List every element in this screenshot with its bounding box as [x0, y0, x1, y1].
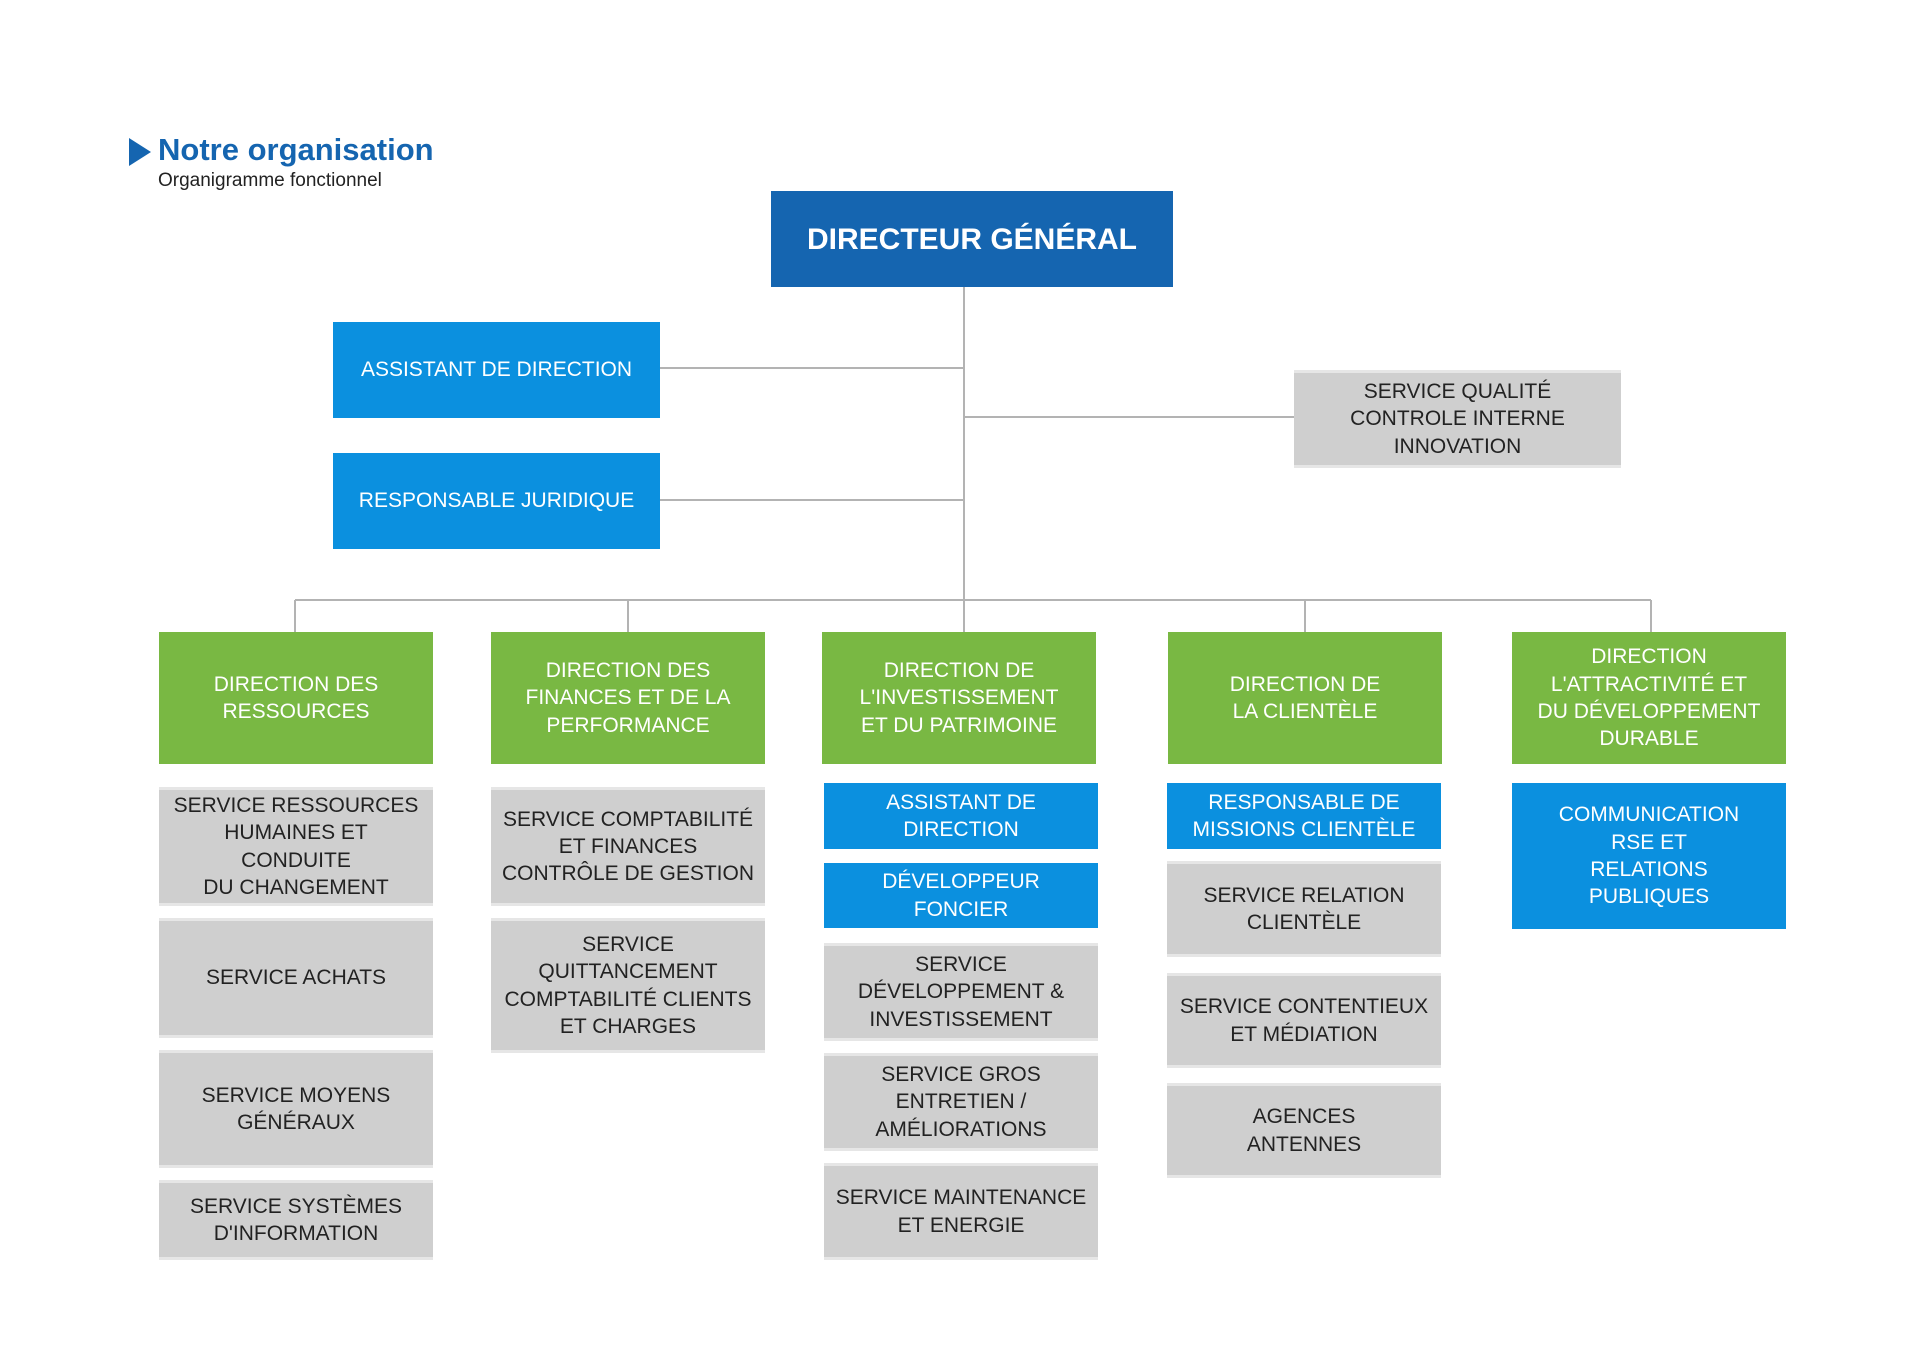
service-rh: SERVICE RESSOURCES HUMAINES ET CONDUITE …: [159, 787, 433, 906]
unit-developpeur-foncier: DÉVELOPPEUR FONCIER: [824, 863, 1098, 928]
service-achats: SERVICE ACHATS: [159, 918, 433, 1038]
service-maintenance-energie: SERVICE MAINTENANCE ET ENERGIE: [824, 1163, 1098, 1260]
agences-antennes: AGENCES ANTENNES: [1167, 1083, 1441, 1178]
unit-responsable-missions-clientele: RESPONSABLE DE MISSIONS CLIENTÈLE: [1167, 783, 1441, 849]
play-triangle-icon: [129, 138, 151, 166]
direction-clientele: DIRECTION DE LA CLIENTÈLE: [1168, 632, 1442, 764]
service-systemes-information: SERVICE SYSTÈMES D'INFORMATION: [159, 1180, 433, 1260]
direction-ressources: DIRECTION DES RESSOURCES: [159, 632, 433, 764]
service-relation-clientele: SERVICE RELATION CLIENTÈLE: [1167, 861, 1441, 957]
unit-assistant-direction: ASSISTANT DE DIRECTION: [824, 783, 1098, 849]
service-comptabilite: SERVICE COMPTABILITÉ ET FINANCES CONTRÔL…: [491, 787, 765, 906]
service-moyens-generaux: SERVICE MOYENS GÉNÉRAUX: [159, 1050, 433, 1168]
service-quittancement: SERVICE QUITTANCEMENT COMPTABILITÉ CLIEN…: [491, 918, 765, 1053]
page-title: Notre organisation: [158, 132, 434, 167]
director-general-box: DIRECTEUR GÉNÉRAL: [771, 191, 1173, 287]
assistant-direction-box: ASSISTANT DE DIRECTION: [333, 322, 660, 418]
direction-investissement: DIRECTION DE L'INVESTISSEMENT ET DU PATR…: [822, 632, 1096, 764]
direction-finances: DIRECTION DES FINANCES ET DE LA PERFORMA…: [491, 632, 765, 764]
service-developpement-investissement: SERVICE DÉVELOPPEMENT & INVESTISSEMENT: [824, 943, 1098, 1041]
legal-officer-box: RESPONSABLE JURIDIQUE: [333, 453, 660, 549]
page-subtitle: Organigramme fonctionnel: [158, 170, 382, 191]
direction-attractivite: DIRECTION L'ATTRACTIVITÉ ET DU DÉVELOPPE…: [1512, 632, 1786, 764]
unit-communication-rse: COMMUNICATION RSE ET RELATIONS PUBLIQUES: [1512, 783, 1786, 929]
service-gros-entretien: SERVICE GROS ENTRETIEN / AMÉLIORATIONS: [824, 1053, 1098, 1151]
service-contentieux-mediation: SERVICE CONTENTIEUX ET MÉDIATION: [1167, 973, 1441, 1068]
quality-service-box: SERVICE QUALITÉ CONTROLE INTERNE INNOVAT…: [1294, 370, 1621, 468]
